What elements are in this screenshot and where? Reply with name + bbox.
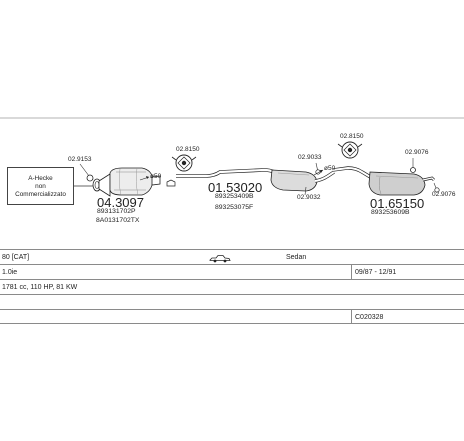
table-row: 1.0ie 09/87 - 12/91 <box>0 264 464 279</box>
body-type-cell: Sedan <box>286 254 307 261</box>
spec-cell: 1781 cc, 110 HP, 81 KW <box>2 284 78 291</box>
table-row: 1781 cc, 110 HP, 81 KW <box>0 279 464 294</box>
part-code-catalytic-converter[interactable]: 04.3097 <box>97 195 144 210</box>
model-cell: 80 [CAT] <box>2 254 30 261</box>
clamp-mid-right-part[interactable] <box>337 141 363 159</box>
column-divider <box>351 264 352 279</box>
note-line-1: A-Hecke <box>28 175 53 182</box>
reference-code-cell: C020328 <box>355 314 384 321</box>
note-box: A-Hecke non Commercializzato <box>7 167 74 205</box>
oem-number-mid-2: 893253075F <box>215 204 254 211</box>
diameter-arrow-left <box>139 176 150 181</box>
engine-cell: 1.0ie <box>2 269 18 276</box>
exhaust-diagram: A-Hecke non Commercializzato 02.9153 04.… <box>0 117 464 224</box>
diameter-label-right: ø50 <box>324 165 336 172</box>
part-code-ring-mid[interactable]: 02.9032 <box>297 194 321 201</box>
table-row: 80 [CAT] Sedan <box>0 249 464 264</box>
table-row: C020328 <box>0 309 464 324</box>
oem-number-rear: 893253609B <box>371 209 410 216</box>
sedan-car-icon <box>209 255 231 263</box>
oem-number-cat-2: 8A0131702TX <box>96 217 140 224</box>
column-divider <box>351 309 352 324</box>
part-code-clamp-mid-left[interactable]: 02.8150 <box>176 146 200 153</box>
exhaust-drawing <box>0 117 464 197</box>
hanger-rear-part[interactable] <box>410 158 416 173</box>
diameter-label-left: ø50 <box>150 173 162 180</box>
part-code-clamp-mid-right[interactable]: 02.8150 <box>340 133 364 140</box>
part-code-rear-silencer[interactable]: 01.65150 <box>370 196 425 211</box>
ring-mid-part[interactable] <box>304 186 307 196</box>
diameter-arrow-right <box>313 169 324 176</box>
catalytic-converter-part[interactable] <box>92 167 161 197</box>
rear-silencer-part[interactable] <box>332 166 435 196</box>
table-row <box>0 294 464 309</box>
hanger-rear2-part[interactable] <box>433 182 440 193</box>
clamp-mid-left-part[interactable] <box>171 154 197 172</box>
part-code-hanger-rear[interactable]: 02.9076 <box>405 149 429 156</box>
years-cell: 09/87 - 12/91 <box>355 269 397 276</box>
note-line-2: non <box>35 183 46 190</box>
part-code-middle-silencer[interactable]: 01.53020 <box>208 180 263 195</box>
note-line-3: Commercializzato <box>15 191 66 198</box>
part-code-ring-mid2[interactable]: 02.9033 <box>298 154 322 161</box>
clamp-left-part[interactable] <box>79 163 94 182</box>
middle-silencer-part[interactable] <box>176 168 335 192</box>
part-code-hanger-rear2[interactable]: 02.9076 <box>432 191 456 198</box>
oem-number-mid-1: 893253409B <box>215 193 254 200</box>
part-code-clamp-left[interactable]: 02.9153 <box>68 156 92 163</box>
hanger-bracket-part[interactable] <box>166 179 176 187</box>
oem-number-cat-1: 893131702P <box>97 208 136 215</box>
